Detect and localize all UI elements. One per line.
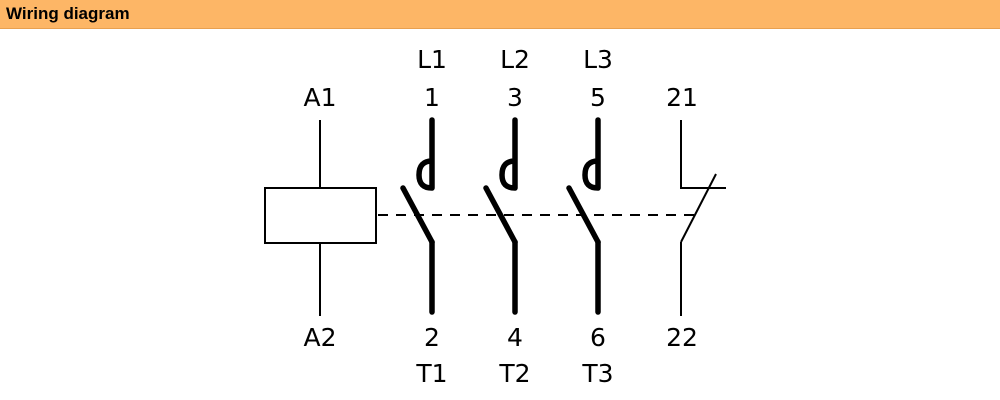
pole-2-load-label: T2	[498, 359, 530, 388]
coil-terminal-a2: A2	[303, 323, 336, 352]
pole-2-fixed-contact	[499, 117, 518, 191]
pole-3-load-label: T3	[581, 359, 613, 388]
pole-3-moving-contact	[566, 185, 601, 245]
main-contact-pole-1: L1 1 2 T1	[400, 45, 448, 388]
pole-3-top-terminal: 5	[590, 83, 606, 112]
auxiliary-nc-contact: 21 22	[666, 83, 726, 352]
aux-bottom-terminal: 22	[666, 323, 698, 352]
pole-2-top-terminal: 3	[507, 83, 523, 112]
main-contact-pole-2: L2 3 4 T2	[483, 45, 531, 388]
pole-1-fixed-contact	[416, 117, 435, 191]
pole-2-moving-contact	[483, 185, 518, 245]
pole-1-top-terminal: 1	[424, 83, 440, 112]
pole-1-line-label: L1	[417, 45, 447, 74]
pole-2-bottom-terminal: 4	[507, 323, 523, 352]
pole-3-bottom-terminal: 6	[590, 323, 606, 352]
pole-1-moving-contact	[400, 185, 435, 245]
coil: A1 A2	[264, 83, 377, 352]
header-bar: Wiring diagram	[0, 0, 1000, 29]
pole-1-bottom-terminal: 2	[424, 323, 440, 352]
coil-body	[264, 187, 377, 244]
aux-top-terminal: 21	[666, 83, 698, 112]
header-title: Wiring diagram	[6, 4, 130, 23]
aux-moving-contact	[680, 173, 717, 243]
aux-fixed-contact	[680, 120, 726, 189]
coil-terminal-a1: A1	[303, 83, 336, 112]
main-contact-pole-3: L3 5 6 T3	[566, 45, 614, 388]
pole-3-line-label: L3	[583, 45, 613, 74]
pole-3-fixed-contact	[582, 117, 601, 191]
pole-2-line-label: L2	[500, 45, 530, 74]
pole-1-load-label: T1	[415, 359, 447, 388]
